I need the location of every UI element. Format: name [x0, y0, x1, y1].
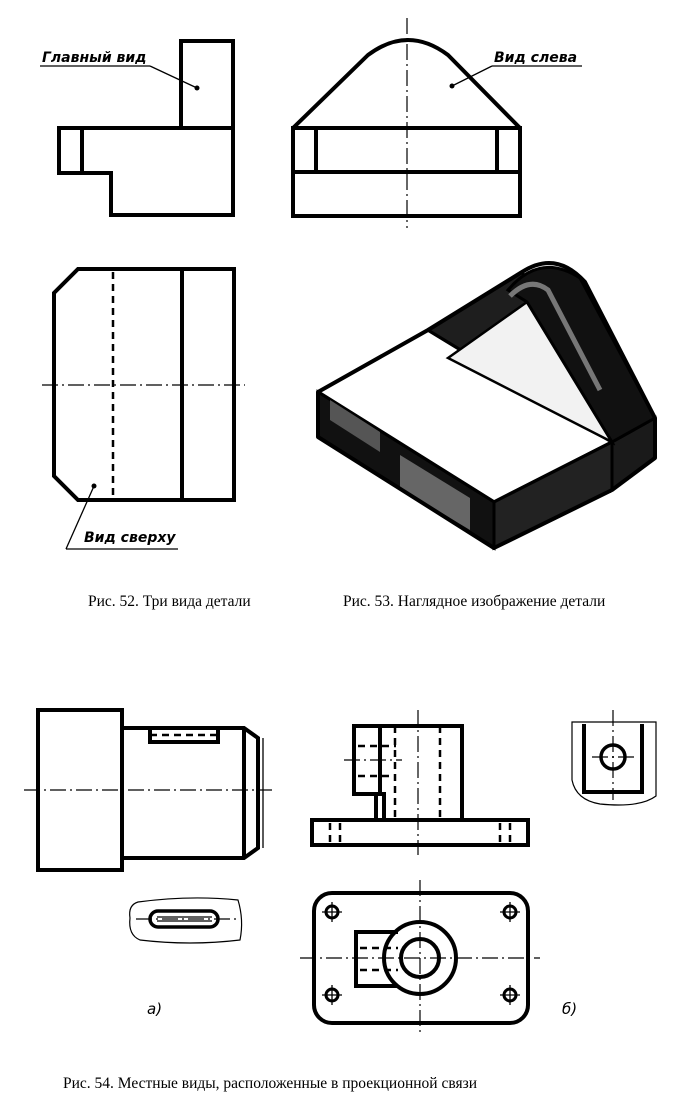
sublabel-a: а) — [147, 1000, 162, 1018]
top-view-drawing — [42, 267, 245, 550]
fig54b-local-side-view — [571, 710, 657, 806]
sublabel-b: б) — [562, 1000, 577, 1018]
fig54b-front-view — [310, 710, 530, 855]
left-view-label: Вид слева — [494, 50, 577, 66]
top-view-label: Вид сверху — [84, 530, 176, 546]
fig54a-shaft-drawing — [24, 708, 272, 872]
fig53-caption: Рис. 53. Наглядное изображение детали — [343, 593, 605, 610]
front-view-label: Главный вид — [42, 50, 146, 66]
fig54a-local-view — [129, 897, 243, 944]
left-view-drawing — [291, 18, 582, 228]
fig52-caption: Рис. 52. Три вида детали — [88, 593, 251, 610]
isometric-part-drawing — [316, 261, 658, 551]
fig54b-top-view — [300, 880, 540, 1035]
front-view-drawing — [40, 39, 235, 217]
fig54-caption: Рис. 54. Местные виды, расположенные в п… — [63, 1075, 477, 1092]
